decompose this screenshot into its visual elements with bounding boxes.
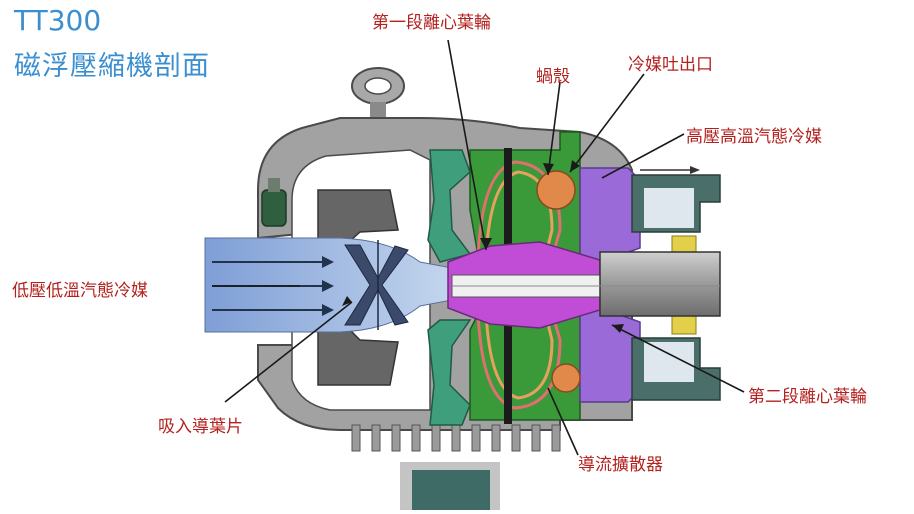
volute-outlets — [536, 170, 581, 393]
bottom-mount — [400, 462, 500, 510]
label-inlet-guide-vanes: 吸入導葉片 — [158, 417, 243, 437]
lifting-eye — [351, 67, 405, 126]
model-title: TT300 — [14, 4, 102, 37]
label-second-stage-impeller: 第二段離心葉輪 — [748, 387, 867, 407]
diffuser-plates — [504, 148, 512, 424]
motor-housing — [631, 166, 721, 401]
diagram-subtitle: 磁浮壓縮機剖面 — [14, 51, 210, 82]
teal-casing — [427, 149, 472, 426]
leader-lines — [212, 39, 745, 456]
shaft — [451, 251, 721, 317]
cooling-fins — [351, 424, 561, 452]
arrowheads — [342, 160, 624, 333]
label-volute: 蝸殼 — [536, 67, 570, 87]
label-high-pressure-vapor: 高壓高溫汽態冷媒 — [686, 127, 822, 147]
label-refrigerant-outlet: 冷媒吐出口 — [628, 55, 713, 75]
label-first-stage-impeller: 第一段離心葉輪 — [372, 13, 491, 33]
inlet-guide-vanes — [344, 240, 409, 330]
sensor — [261, 178, 287, 227]
label-diffuser: 導流擴散器 — [578, 455, 663, 475]
label-low-pressure-vapor: 低壓低溫汽態冷媒 — [12, 281, 148, 301]
